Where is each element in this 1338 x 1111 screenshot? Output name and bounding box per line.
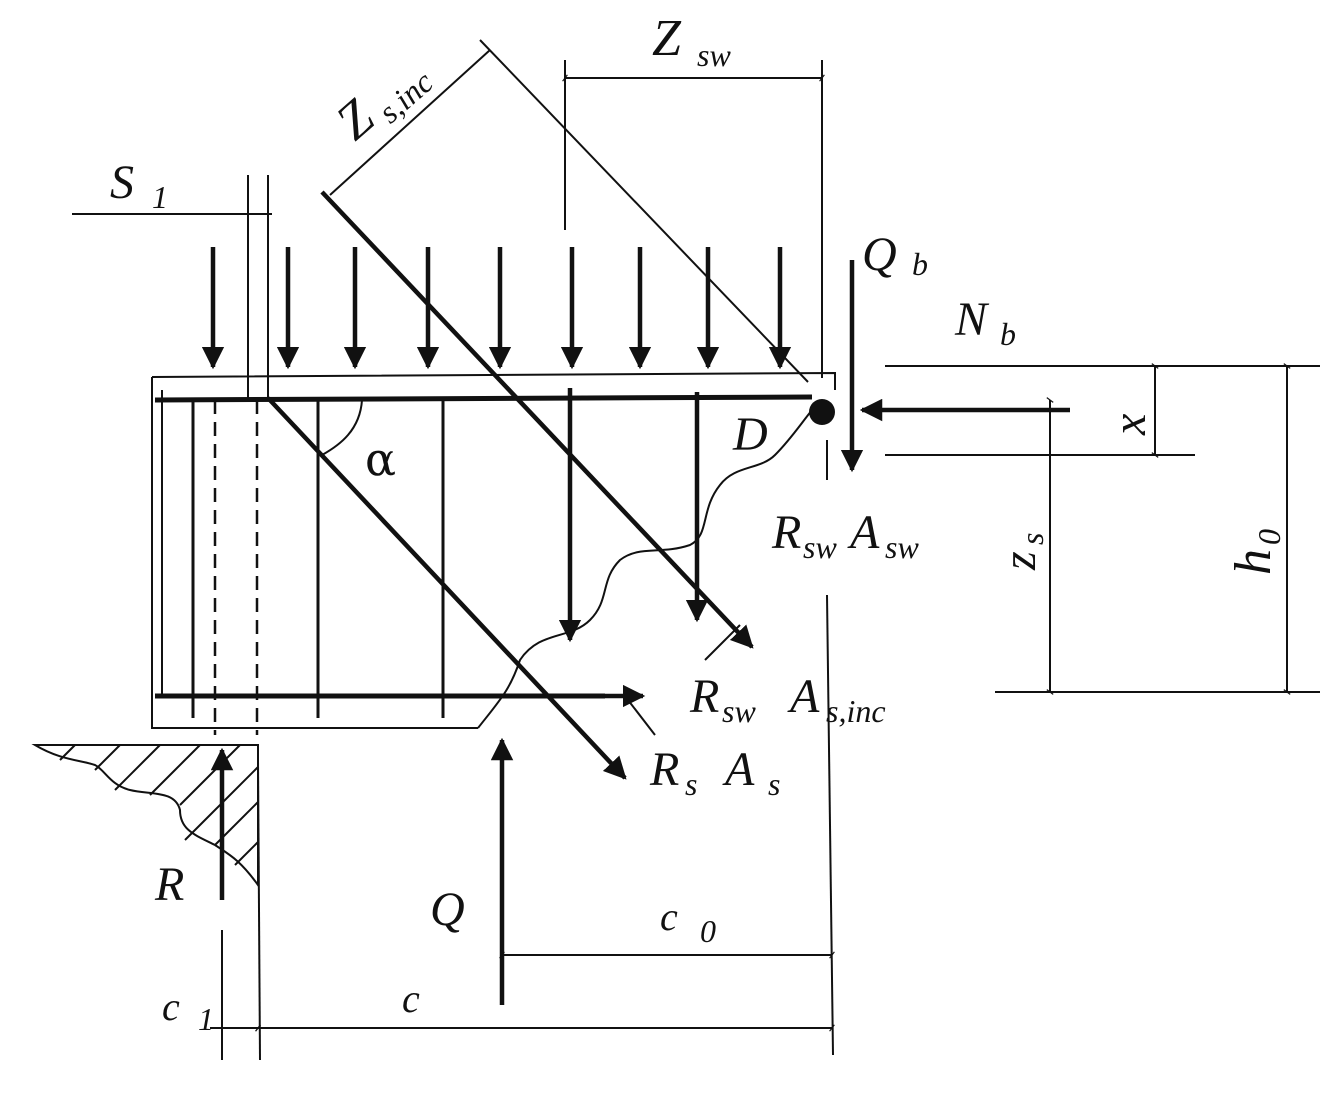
node-d-point bbox=[809, 399, 835, 425]
label-zs: z s bbox=[993, 533, 1050, 571]
bottom-dimensions bbox=[210, 951, 835, 1032]
label-rsw-as-inc: R sw A s,inc bbox=[689, 670, 886, 729]
inclined-bar-main bbox=[266, 396, 627, 780]
label-c1-sub: 1 bbox=[198, 1001, 214, 1037]
svg-text:R: R bbox=[649, 743, 679, 796]
label-z-s-inc: Z s,inc bbox=[325, 64, 440, 151]
svg-text:s: s bbox=[1014, 533, 1050, 545]
svg-text:s,inc: s,inc bbox=[826, 693, 886, 729]
crack bbox=[477, 409, 813, 729]
svg-text:s: s bbox=[685, 766, 697, 802]
top-dimensions bbox=[72, 39, 825, 398]
label-rs-as: R s A s bbox=[649, 743, 780, 802]
label-c1: c bbox=[162, 984, 180, 1029]
svg-text:A: A bbox=[722, 743, 755, 796]
svg-text:R: R bbox=[771, 506, 801, 559]
label-z-sw-sub: sw bbox=[697, 37, 731, 73]
svg-text:x: x bbox=[1103, 414, 1156, 436]
label-s1: S bbox=[110, 156, 134, 209]
svg-text:s,inc: s,inc bbox=[371, 64, 440, 130]
support-hatch bbox=[31, 744, 259, 889]
label-r: R bbox=[154, 858, 184, 911]
label-z-sw: Z bbox=[652, 10, 682, 67]
label-qb-sub: b bbox=[912, 246, 928, 282]
alpha-arc bbox=[321, 399, 363, 456]
svg-text:sw: sw bbox=[722, 693, 756, 729]
label-q: Q bbox=[430, 883, 465, 936]
label-s1-sub: 1 bbox=[152, 179, 168, 215]
label-c0: c bbox=[660, 894, 678, 939]
label-d: D bbox=[732, 408, 768, 461]
label-c: c bbox=[402, 976, 420, 1021]
top-reinforcement bbox=[154, 394, 813, 403]
label-rsw-asw: R sw A sw bbox=[771, 506, 919, 565]
label-x: x bbox=[1103, 414, 1156, 436]
label-nb: N bbox=[954, 293, 990, 346]
label-alpha: α bbox=[365, 432, 396, 486]
label-qb: Q bbox=[862, 228, 897, 281]
label-c0-sub: 0 bbox=[700, 913, 716, 949]
beam-outline bbox=[151, 371, 836, 729]
svg-text:sw: sw bbox=[885, 529, 919, 565]
label-nb-sub: b bbox=[1000, 316, 1016, 352]
svg-text:R: R bbox=[689, 670, 719, 723]
svg-text:sw: sw bbox=[803, 529, 837, 565]
svg-text:0: 0 bbox=[1251, 529, 1287, 545]
svg-text:h: h bbox=[1225, 549, 1282, 575]
svg-text:z: z bbox=[993, 551, 1046, 571]
right-dimensions bbox=[826, 363, 1320, 1056]
svg-text:s: s bbox=[768, 766, 780, 802]
svg-text:A: A bbox=[787, 670, 820, 723]
label-h0: h 0 bbox=[1225, 529, 1287, 575]
distributed-load bbox=[201, 247, 792, 370]
inclined-bar-secondary bbox=[320, 190, 754, 649]
svg-text:A: A bbox=[847, 506, 880, 559]
